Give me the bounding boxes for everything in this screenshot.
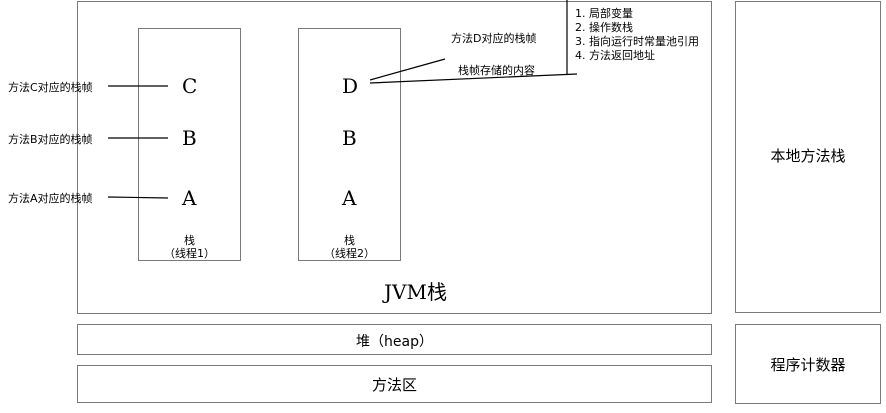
frame-content-annotation: 栈帧存储的内容 — [458, 64, 535, 77]
thread2-stack — [298, 28, 401, 261]
frame-a-pointer-line — [107, 196, 169, 199]
stack1-caption-title: 栈 — [184, 234, 195, 247]
stack1-frame-c: C — [182, 74, 198, 98]
stack2-caption-title: 栈 — [344, 234, 355, 247]
thread1-stack — [138, 28, 241, 261]
jvm-stack-label: JVM栈 — [384, 280, 447, 304]
native-method-stack-label: 本地方法栈 — [770, 147, 846, 165]
frame-d-pointer-line — [369, 58, 446, 81]
frame-contents-list: 1. 局部变量 2. 操作数栈 3. 指向运行时常量池引用 4. 方法返回地址 — [575, 7, 699, 63]
frame-content-item: 3. 指向运行时常量池引用 — [575, 35, 699, 48]
frame-b-annotation: 方法B对应的栈帧 — [8, 133, 93, 146]
stack2-frame-b: B — [342, 126, 357, 150]
stack1-frame-b: B — [182, 126, 197, 150]
frame-a-annotation: 方法A对应的栈帧 — [8, 192, 93, 205]
frame-content-pointer-line — [369, 73, 578, 84]
frame-content-item: 2. 操作数栈 — [575, 21, 633, 34]
native-method-stack — [735, 1, 881, 313]
heap-area — [77, 324, 712, 355]
frame-content-item: 1. 局部变量 — [575, 7, 633, 20]
stack2-caption-thread: （线程2） — [324, 247, 375, 260]
frame-d-annotation: 方法D对应的栈帧 — [451, 32, 537, 45]
method-area — [77, 365, 712, 403]
stack1-frame-a: A — [182, 186, 197, 210]
stack2-frame-d: D — [342, 74, 359, 98]
pc-register — [735, 324, 881, 404]
stack2-frame-a: A — [342, 186, 357, 210]
frame-c-annotation: 方法C对应的栈帧 — [8, 81, 93, 94]
heap-label: 堆（heap） — [356, 334, 433, 350]
stack1-caption-thread: （线程1） — [164, 247, 215, 260]
pc-register-label: 程序计数器 — [770, 356, 846, 374]
frame-content-item: 4. 方法返回地址 — [575, 49, 655, 62]
method-area-label: 方法区 — [371, 376, 417, 394]
